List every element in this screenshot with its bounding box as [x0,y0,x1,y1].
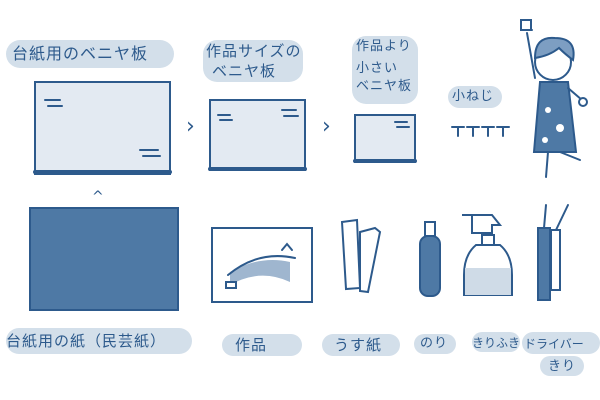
label-bg [540,356,584,376]
screwdriver-icon [537,204,551,301]
label-small-screws: 小ねじ [452,89,495,104]
glue-tube [419,235,441,297]
label-awl: きり [548,359,577,374]
label-bg [6,328,192,354]
label-bg [414,334,456,354]
arrow-right-icon: › [186,114,196,139]
label-base-plywood: 台紙用のベニヤ板 [12,44,149,63]
label-smaller-plywood: 小さい [356,61,399,76]
label-thin-paper: うす紙 [334,336,383,354]
base-plywood-board [34,81,171,175]
label-artwork-size-plywood: ベニヤ板 [212,62,277,80]
label-bg [322,334,400,356]
label-bg [203,40,303,82]
label-bg [522,332,600,354]
label-bg [222,334,302,356]
screws-icon [451,126,510,137]
person-figure [520,19,588,178]
spray-bottle-icon [462,214,513,296]
arrow-right-icon: › [322,114,332,139]
label-spray: きりふき [472,336,521,350]
label-bg [352,36,418,104]
awl-icon [550,204,569,291]
label-bg [6,40,174,68]
thin-paper-sheet [340,218,362,291]
label-screwdriver: ドライバー [524,337,584,351]
artwork-size-plywood-board [209,99,306,171]
base-paper-sheet [29,207,179,311]
label-bg [448,86,502,108]
label-base-paper: 台紙用の紙（民芸紙） [6,332,167,350]
label-artwork-size-plywood: 作品サイズの [206,42,302,60]
label-smaller-plywood: 作品より [356,39,412,54]
label-smaller-plywood: ベニヤ板 [356,79,413,94]
label-glue: のり [420,336,449,351]
label-bg [472,332,520,352]
arrow-up-icon: ^ [92,189,105,205]
label-artwork: 作品 [235,336,268,354]
